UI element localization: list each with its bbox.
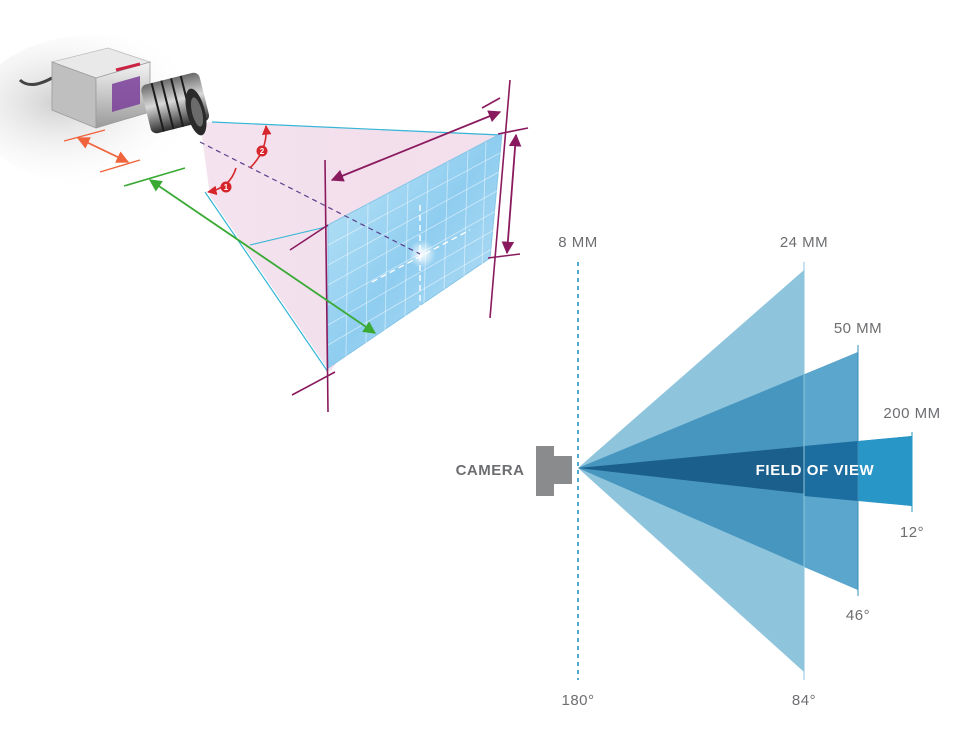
fov-wedge-200mm-extension <box>858 436 912 506</box>
focal-label-200mm: 200 MM <box>883 405 940 422</box>
width-arrow <box>330 110 502 182</box>
working-distance-arrow <box>148 179 377 334</box>
orange-guide-bottom <box>99 159 141 173</box>
sensor-arrow <box>76 137 130 163</box>
step-marker-1: 1 <box>220 181 232 193</box>
fov-wedge-200mm-mid <box>804 441 858 501</box>
svg-text:1: 1 <box>224 183 229 192</box>
svg-text:2: 2 <box>260 147 265 156</box>
fov-comparison: CAMERA FIELD OF VIEW 8 MM 24 MM 50 MM 20… <box>456 234 941 709</box>
camera-top-stripe <box>115 62 141 72</box>
focal-label-24mm: 24 MM <box>780 234 828 251</box>
angle-label-46: 46° <box>846 607 870 624</box>
green-guide <box>123 167 186 187</box>
lens-icon <box>141 72 210 136</box>
focal-label-8mm: 8 MM <box>558 234 598 251</box>
angle-label-180: 180° <box>561 692 594 709</box>
field-of-view-label: FIELD OF VIEW <box>756 462 875 479</box>
camera-sensor-plate <box>112 76 140 112</box>
height-arrow <box>501 133 522 255</box>
orange-guide-top <box>63 129 106 142</box>
camera-cable <box>18 76 53 86</box>
angle-label-84: 84° <box>792 692 816 709</box>
image-center-glow <box>408 240 436 268</box>
camera-icon <box>536 446 572 496</box>
camera-illustration: 1 2 <box>0 35 529 413</box>
angle-label-12: 12° <box>900 524 924 541</box>
focal-label-50mm: 50 MM <box>834 320 882 337</box>
step-marker-2: 2 <box>256 145 268 157</box>
camera-label: CAMERA <box>456 462 525 479</box>
